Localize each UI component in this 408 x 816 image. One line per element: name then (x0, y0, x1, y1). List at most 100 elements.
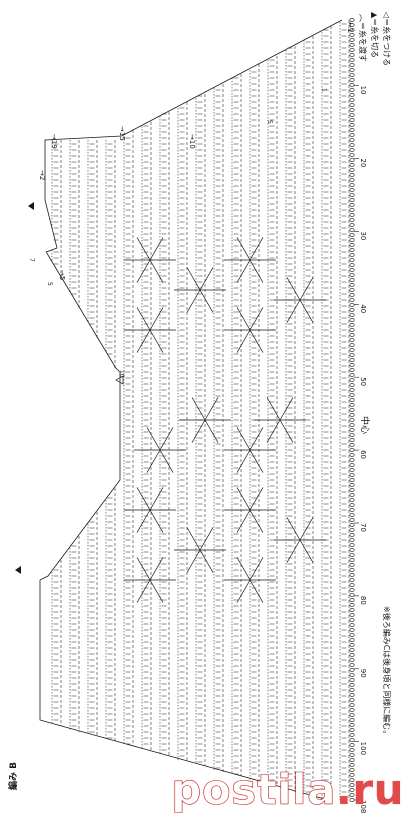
fan-stitch (249, 449, 264, 473)
fan-stitch (286, 517, 301, 541)
fan-stitch (236, 487, 251, 511)
fan-stitch (159, 427, 174, 451)
fan-stitch (149, 329, 164, 353)
row-number-label: →19 (50, 134, 58, 149)
fan-stitch (199, 549, 214, 573)
chain-stitch (349, 773, 355, 777)
fan-stitch (136, 557, 151, 581)
attach-marker-icon (115, 375, 124, 385)
edge-marker-label: 7 (28, 258, 35, 262)
chain-stitch (349, 153, 355, 157)
chain-stitch (349, 98, 355, 102)
fan-stitch (249, 557, 264, 581)
chain-stitch (349, 468, 355, 472)
chain-stitch (349, 208, 355, 212)
chain-stitch (349, 383, 355, 387)
legend-attach: ◁＝糸をつける (381, 12, 392, 66)
fan-stitch (236, 237, 251, 261)
chain-stitch (349, 443, 355, 447)
chain-stitch (349, 753, 355, 757)
fan-stitch (286, 539, 301, 563)
chain-stitch (349, 533, 355, 537)
chain-stitch (349, 328, 355, 332)
chain-stitch (349, 18, 355, 22)
chain-stitch (349, 308, 355, 312)
fan-stitch (249, 427, 264, 451)
chain-stitch (349, 158, 355, 162)
chain-stitch (349, 198, 355, 202)
fan-stitch (136, 487, 151, 511)
chain-stitch (349, 118, 355, 122)
chain-stitch (349, 588, 355, 592)
chain-stitch (349, 618, 355, 622)
row-number-label: ←1 (346, 22, 354, 32)
fan-stitch (186, 267, 201, 291)
row-number-label: →15 (118, 126, 126, 141)
watermark-logo: postila.ru (171, 765, 404, 815)
chain-stitch (349, 103, 355, 107)
chain-stitch (349, 528, 355, 532)
chain-stitch (349, 303, 355, 307)
fan-stitch (236, 329, 251, 353)
chain-stitch (349, 463, 355, 467)
chain-stitch (349, 648, 355, 652)
row-number-label: →10 (188, 134, 196, 149)
stitch-number-label: 30 (359, 231, 367, 240)
fan-stitch (191, 397, 206, 421)
pass-icon: ︵ (358, 14, 367, 22)
chain-stitch (349, 768, 355, 772)
chain-stitch (349, 488, 355, 492)
chain-stitch (349, 578, 355, 582)
fan-stitch (136, 259, 151, 283)
chain-stitch (349, 668, 355, 672)
chain-stitch (349, 338, 355, 342)
fan-stitch (149, 509, 164, 533)
fan-stitch (186, 527, 201, 551)
chain-stitch (349, 433, 355, 437)
fan-stitch (199, 267, 214, 291)
fan-stitch (236, 427, 251, 451)
chain-stitch (349, 548, 355, 552)
chain-stitch (349, 253, 355, 257)
chain-stitch (349, 438, 355, 442)
edge-marker-label: 10 (118, 370, 125, 378)
chain-stitch (349, 233, 355, 237)
chain-stitch (349, 763, 355, 767)
chain-stitch (349, 68, 355, 72)
chain-stitch (349, 388, 355, 392)
chain-stitch (349, 643, 355, 647)
chain-stitch (349, 298, 355, 302)
chain-stitch (349, 83, 355, 87)
chain-stitch (349, 283, 355, 287)
chain-stitch (349, 703, 355, 707)
chain-stitch (349, 168, 355, 172)
stitch-number-label: 80 (359, 596, 367, 605)
fan-stitch (279, 419, 294, 443)
chain-stitch (349, 393, 355, 397)
fan-stitch (249, 487, 264, 511)
fan-stitch (266, 397, 281, 421)
legend-cut: ▲＝糸を切る (369, 12, 380, 58)
chain-stitch (349, 748, 355, 752)
row-number-label: →5 (58, 270, 66, 280)
fan-stitch (204, 397, 219, 421)
chain-stitch (349, 663, 355, 667)
chain-stitch (349, 498, 355, 502)
chain-stitch (349, 478, 355, 482)
fan-stitch (249, 307, 264, 331)
chain-stitch (349, 518, 355, 522)
stitch-number-label: 60 (359, 450, 367, 459)
stitch-number-label: 20 (359, 159, 367, 168)
chain-stitch (349, 423, 355, 427)
edge-marker-label: 5 (46, 282, 53, 286)
chain-stitch (349, 718, 355, 722)
chain-stitch (349, 38, 355, 42)
chain-stitch (349, 343, 355, 347)
chain-stitch (349, 558, 355, 562)
fan-stitch (249, 329, 264, 353)
fan-stitch (136, 509, 151, 533)
chain-stitch (349, 628, 355, 632)
fan-stitch (299, 517, 314, 541)
fan-stitch (149, 237, 164, 261)
